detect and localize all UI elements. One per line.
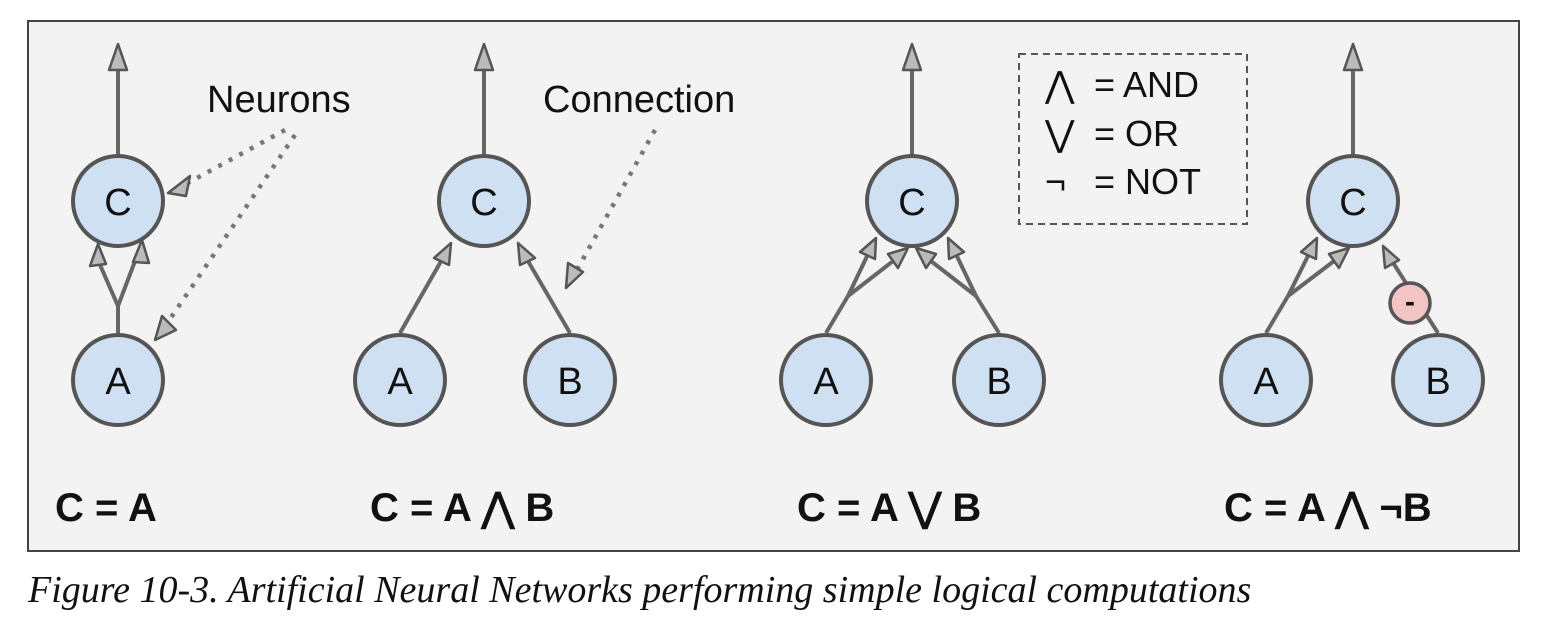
legend-not-symbol: ¬: [1045, 161, 1066, 202]
neuron-b-label: B: [557, 361, 582, 403]
connection-edge: [974, 294, 1001, 335]
neuron-c: [71, 154, 165, 248]
neuron-c-label: C: [1339, 182, 1366, 224]
legend-not-text: = NOT: [1094, 161, 1201, 202]
pointer-dotted-line: [576, 128, 657, 270]
formula-and-not: C = A ⋀ ¬B: [1224, 486, 1432, 530]
neuron-b: [523, 333, 617, 427]
formula-and: C = A ⋀ B: [370, 486, 554, 530]
figure-frame: [27, 20, 1520, 552]
pointer-dotted-line: [166, 133, 297, 324]
connection-arrowhead: [1299, 236, 1319, 261]
pointer-arrowhead: [564, 261, 585, 290]
connection-arrowhead: [1327, 246, 1351, 270]
connection-arrowhead: [88, 242, 108, 268]
neuron-a-label: A: [387, 361, 413, 403]
connection-arrowhead: [858, 236, 878, 261]
legend-box: ⋀ = AND ⋁ = OR ¬ = NOT: [1018, 53, 1248, 225]
connection-edge: [523, 254, 572, 335]
connection-edge: [95, 257, 120, 307]
inhibitory-sign: [1388, 281, 1432, 325]
formula-identity: C = A: [55, 486, 157, 530]
connection-arrowhead: [131, 238, 151, 265]
neuron-c-label: C: [104, 182, 131, 224]
network-identity: C A C = A: [55, 42, 165, 530]
legend-border: [1018, 53, 1248, 225]
neuron-a-label: A: [1253, 361, 1279, 403]
neuron-b: [952, 333, 1046, 427]
connection-arrowhead: [946, 236, 966, 261]
connection-edge: [1286, 256, 1340, 298]
neurons-annotation-label: Neurons: [207, 79, 351, 121]
formula-or: C = A ⋁ B: [797, 486, 981, 530]
neuron-a-label: A: [105, 361, 131, 403]
output-arrowhead: [107, 42, 129, 72]
legend-or-text: = OR: [1094, 113, 1179, 154]
neuron-a: [71, 333, 165, 427]
legend-and-symbol: ⋀: [1044, 64, 1075, 105]
output-arrowhead: [901, 42, 923, 72]
neuron-a: [1219, 333, 1313, 427]
connection-edge: [1264, 294, 1290, 335]
neuron-a: [779, 333, 873, 427]
connection-edge: [846, 256, 899, 298]
connection-edge: [846, 249, 872, 297]
figure-caption: Figure 10-3. Artificial Neural Networks …: [27, 569, 1251, 611]
neuron-c: [865, 154, 959, 248]
connection-edge: [398, 255, 446, 334]
connection-edge: [952, 249, 978, 297]
neuron-c-label: C: [470, 182, 497, 224]
neurons-annotation: Neurons: [153, 79, 351, 342]
network-and: C A B C = A ⋀ B: [353, 42, 617, 530]
neuron-a: [353, 333, 447, 427]
pointer-arrowhead: [166, 174, 192, 198]
neuron-c: [1306, 154, 1400, 248]
neuron-b-label: B: [1425, 361, 1450, 403]
legend-and-text: = AND: [1094, 64, 1199, 105]
neuron-b: [1391, 333, 1485, 427]
output-arrowhead: [473, 42, 495, 72]
connection-edge: [925, 256, 978, 298]
network-and-not: - C A B C = A ⋀ ¬B: [1219, 42, 1485, 530]
output-arrowhead: [1342, 42, 1364, 72]
connection-edge: [824, 294, 850, 335]
neuron-b-label: B: [986, 361, 1011, 403]
network-or: C A B C = A ⋁ B: [779, 42, 1046, 530]
connection-arrowhead: [432, 241, 453, 267]
neuron-c: [437, 154, 531, 248]
pointer-arrowhead: [153, 314, 178, 342]
connection-arrowhead: [914, 246, 938, 270]
connection-arrowhead: [886, 246, 910, 270]
legend-or-symbol: ⋁: [1044, 113, 1075, 154]
connection-edge: [1286, 249, 1313, 297]
inhibitory-arrowhead: [1381, 244, 1401, 270]
neuron-a-label: A: [813, 361, 839, 403]
connection-arrowhead: [516, 241, 537, 267]
connection-annotation: Connection: [543, 79, 735, 290]
connection-annotation-label: Connection: [543, 79, 735, 121]
neuron-c-label: C: [898, 182, 925, 224]
inhibitory-sign-label: -: [1405, 286, 1415, 319]
